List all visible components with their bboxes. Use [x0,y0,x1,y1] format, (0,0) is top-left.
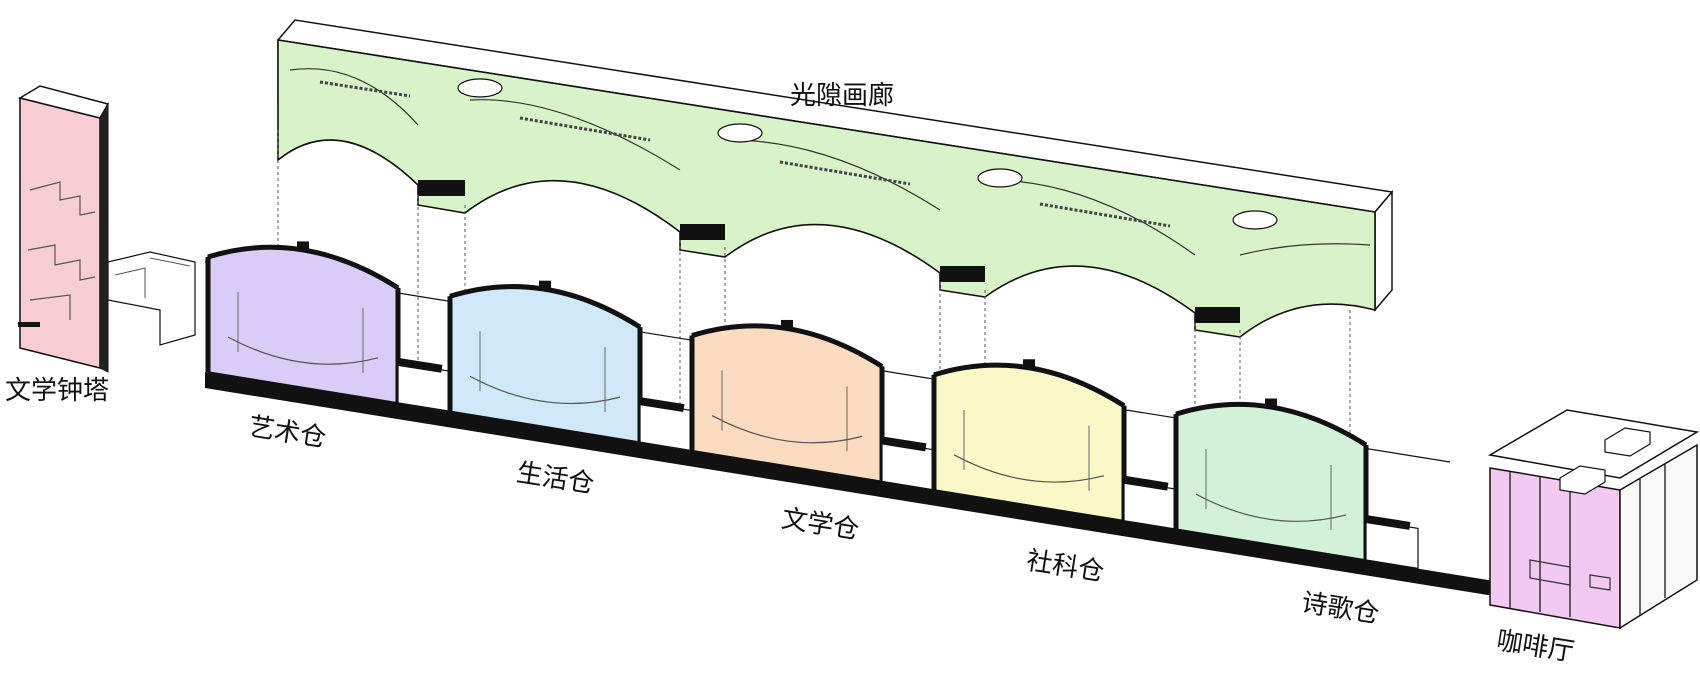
gallery-vault-ribs [289,68,1371,256]
gallery-label: 光隙画廊 [790,81,895,111]
room-interior-partition [953,454,1105,483]
gallery-pier [1195,307,1240,323]
room-connector [1123,479,1177,530]
gallery-pier [940,266,985,282]
cafe-umbrella [1559,427,1651,495]
room-ridge [781,319,793,330]
light-gap-gallery [276,19,1394,338]
gallery-pier [418,180,465,196]
base-slab [205,372,1550,605]
gallery-pier [680,224,725,240]
room-interior-shelving [1205,449,1332,530]
clock-tower-opening [18,322,40,327]
skylight [457,78,503,98]
room-connector [639,401,693,452]
gallery-shelving [319,80,1171,228]
room-connector-beam [1122,475,1169,491]
room-connector-beam [638,397,685,413]
skylight [1232,210,1278,230]
cafe-columns [1509,463,1666,617]
clock-tower-side-wall [99,102,109,373]
room-interior-partition [711,415,863,444]
tower-label: 文学钟塔 [5,376,110,406]
room-interior-partition [227,336,379,365]
room-ridge [1023,359,1035,370]
cafe-furniture [1529,559,1611,591]
room-interior-partition [1195,493,1347,522]
room-interior-shelving [963,409,1090,491]
room-interior-partition [469,375,621,405]
room-connector-beam [1364,514,1411,530]
capsule-rooms [205,241,1419,570]
gallery-end-wall [1374,189,1393,313]
room-connector [1365,519,1419,570]
room-connector-beam [396,357,443,373]
room-connector [397,362,451,412]
cafe-side-face [1619,443,1698,630]
room-interior-shelving [721,370,848,452]
cafe-pavilion [1487,409,1700,630]
room-ridge [539,280,551,291]
clock-tower-back-wall [19,97,101,369]
room-ridge [1265,398,1277,409]
room-interior-shelving [237,292,364,373]
room-connector-beam [880,436,927,452]
clock-tower-stair [27,181,96,320]
tower-connector-detail [114,257,191,298]
tower-connector [107,251,196,346]
skylight [717,123,763,143]
room-ridge [297,241,309,252]
skylight [977,168,1023,188]
clock-tower [18,85,196,373]
room-interior-shelving [479,331,606,413]
room-connector [881,440,935,491]
